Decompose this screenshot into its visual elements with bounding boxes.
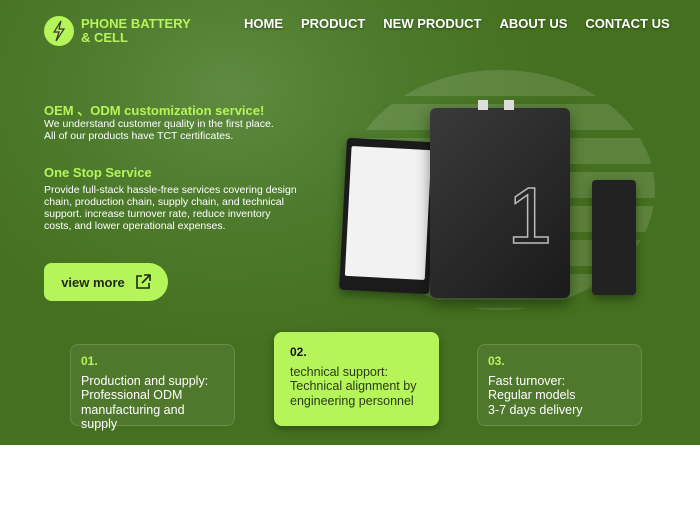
logo[interactable]: PHONE BATTERY & CELL [44, 16, 191, 46]
brand-name-line2: & CELL [81, 30, 128, 45]
feature-line: 3-7 days delivery [488, 402, 583, 417]
battery-white-image [339, 137, 437, 295]
lightning-bolt-icon [44, 16, 74, 46]
feature-card-3[interactable]: 03. Fast turnover: Regular models 3-7 da… [477, 344, 642, 426]
nav-product[interactable]: PRODUCT [301, 16, 366, 31]
nav-home[interactable]: HOME [244, 16, 283, 31]
feature-line: technical support: [290, 364, 388, 379]
main-nav: HOME PRODUCT NEW PRODUCT ABOUT US CONTAC… [244, 16, 670, 31]
feature-number: 02. [290, 345, 307, 359]
feature-line: Technical alignment by [290, 379, 417, 393]
feature-card-2[interactable]: 02. technical support: Technical alignme… [274, 332, 439, 426]
oem-text-line2: All of our products have TCT certificate… [44, 130, 234, 142]
battery-side-image [592, 180, 636, 295]
nav-about-us[interactable]: ABOUT US [499, 16, 568, 31]
one-stop-text: Provide full-stack hassle-free services … [44, 184, 297, 232]
brand-name-line1: PHONE BATTERY [81, 16, 191, 31]
oem-text-line1: We understand customer quality in the fi… [44, 118, 274, 130]
nav-new-product[interactable]: NEW PRODUCT [383, 16, 482, 31]
nav-contact-us[interactable]: CONTACT US [585, 16, 670, 31]
feature-number: 01. [81, 354, 98, 368]
battery-black-image: 1 [430, 100, 570, 298]
one-stop-heading: One Stop Service [44, 165, 152, 180]
view-more-label: view more [61, 274, 125, 290]
view-more-button[interactable]: view more [44, 263, 168, 301]
battery-number: 1 [507, 170, 553, 261]
external-link-icon [135, 274, 151, 289]
feature-card-1[interactable]: 01. Production and supply: Professional … [70, 344, 235, 431]
feature-line: Professional ODM [81, 388, 183, 402]
feature-line: Regular models [488, 388, 576, 402]
oem-text: We understand customer quality in the fi… [44, 118, 324, 142]
feature-line: Production and supply: [81, 373, 209, 388]
feature-number: 03. [488, 354, 505, 368]
hero-section: PHONE BATTERY & CELL HOME PRODUCT NEW PR… [0, 0, 700, 445]
feature-line: manufacturing and supply [81, 402, 185, 432]
feature-line: Fast turnover: [488, 373, 566, 388]
feature-line: engineering personnel [290, 393, 414, 408]
oem-heading: OEM 、ODM customization service! [44, 103, 265, 118]
